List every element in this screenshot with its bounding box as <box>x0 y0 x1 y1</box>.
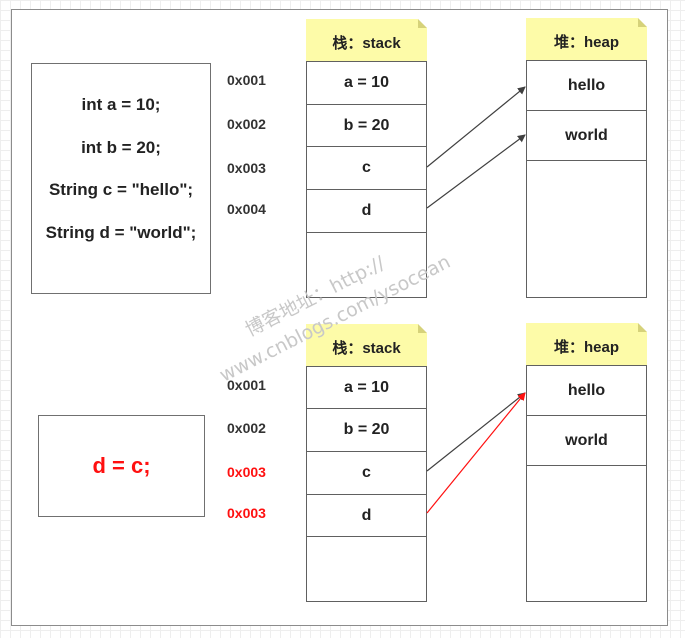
top-address-2: 0x002 <box>227 116 266 132</box>
bottom-address-2: 0x002 <box>227 420 266 436</box>
bottom-heap-cell-world: world <box>527 416 646 466</box>
top-address-3: 0x003 <box>227 160 266 176</box>
top-address-1: 0x001 <box>227 72 266 88</box>
bottom-stack-cell-c: c <box>307 452 426 495</box>
top-code-line-1: int a = 10; <box>81 95 161 114</box>
bottom-address-3: 0x003 <box>227 464 266 480</box>
top-stack-column: a = 10 b = 20 c d <box>306 61 427 298</box>
top-stack-title: 栈：stack <box>332 35 401 52</box>
bottom-stack-title: 栈：stack <box>332 340 401 357</box>
bottom-arrow-d-to-hello <box>426 392 526 514</box>
top-heap-title: 堆：heap <box>553 34 619 51</box>
top-address-4: 0x004 <box>227 201 266 217</box>
note-fold <box>638 18 647 27</box>
top-code-box: int a = 10; int b = 20; String c = "hell… <box>31 63 211 294</box>
top-stack-cell-d: d <box>307 190 426 233</box>
top-stack-cell-b: b = 20 <box>307 105 426 147</box>
bottom-stack-cell-a: a = 10 <box>307 367 426 409</box>
bottom-stack-cell-b: b = 20 <box>307 409 426 452</box>
top-heap-cell-hello: hello <box>527 61 646 111</box>
top-stack-title-note: 栈：stack <box>306 19 427 61</box>
bottom-heap-title: 堆：heap <box>553 339 619 356</box>
bottom-stack-cell-d: d <box>307 495 426 537</box>
bottom-arrow-c-to-hello <box>426 392 526 472</box>
bottom-heap-cell-hello: hello <box>527 366 646 416</box>
bottom-address-4: 0x003 <box>227 505 266 521</box>
bottom-heap-title-note: 堆：heap <box>526 323 647 365</box>
top-code-line-2: int b = 20; <box>81 138 161 157</box>
bottom-stack-title-note: 栈：stack <box>306 324 427 366</box>
bottom-address-1: 0x001 <box>227 377 266 393</box>
top-code-line-3: String c = "hello"; <box>48 180 194 199</box>
top-heap-column: hello world <box>526 60 647 298</box>
note-fold <box>418 19 427 28</box>
bottom-code-line: d = c; <box>92 453 151 478</box>
note-fold <box>418 324 427 333</box>
note-fold <box>638 323 647 332</box>
top-stack-cell-c: c <box>307 147 426 190</box>
bottom-heap-column: hello world <box>526 365 647 602</box>
bottom-stack-column: a = 10 b = 20 c d <box>306 366 427 602</box>
top-code-line-4: String d = "world"; <box>45 223 197 242</box>
top-heap-title-note: 堆：heap <box>526 18 647 60</box>
top-arrow-d-to-world <box>426 134 526 209</box>
top-stack-cell-a: a = 10 <box>307 62 426 105</box>
top-heap-cell-world: world <box>527 111 646 161</box>
top-arrow-c-to-hello <box>426 86 526 168</box>
bottom-code-box: d = c; <box>38 415 205 517</box>
